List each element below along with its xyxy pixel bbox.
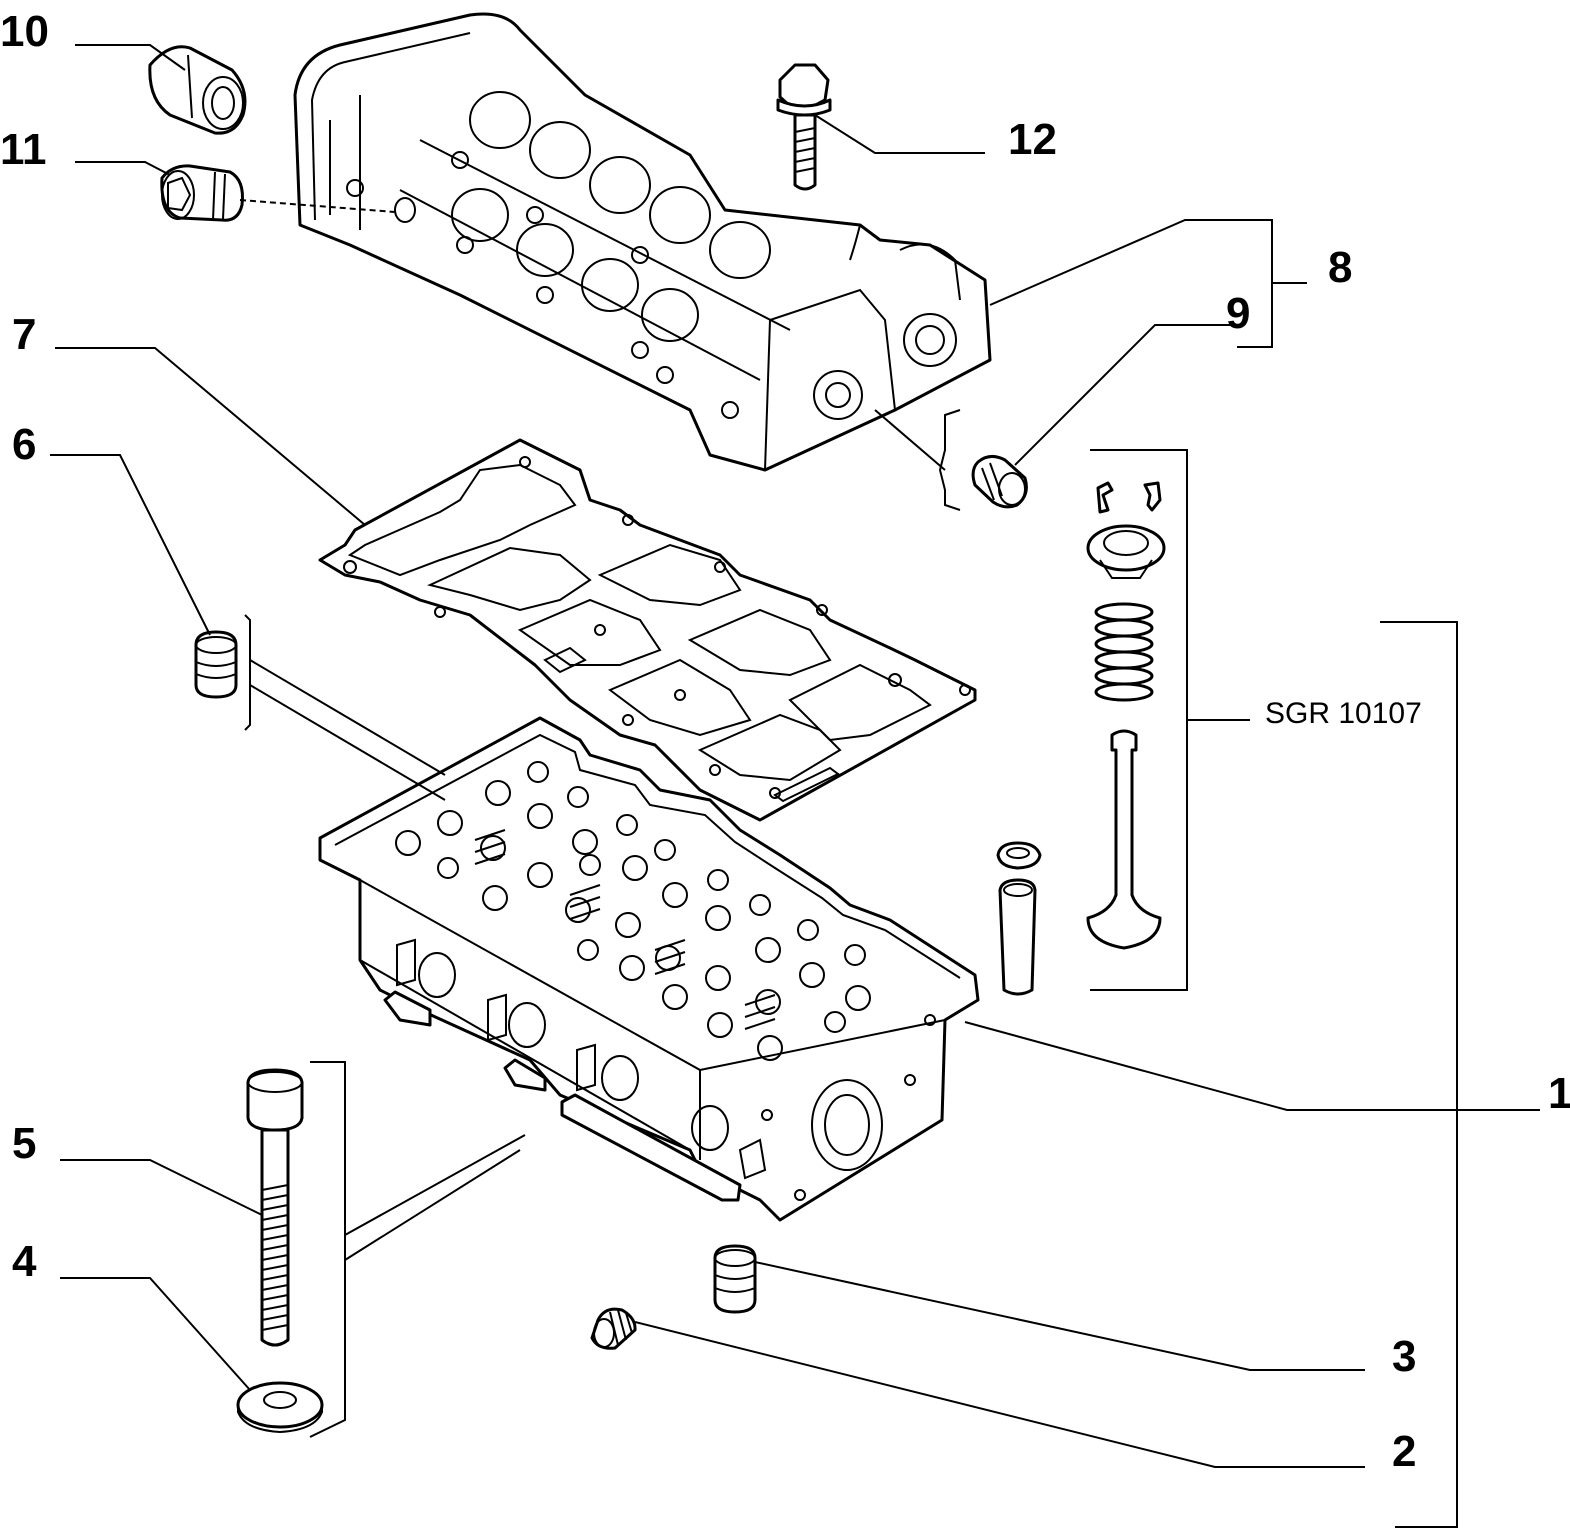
callout-10: 10 <box>0 7 49 56</box>
callout-3: 3 <box>1392 1332 1417 1381</box>
callout-5: 5 <box>12 1119 37 1168</box>
callout-1: 1 <box>1548 1069 1570 1118</box>
bolt-part-12 <box>776 63 832 191</box>
plug-part-11 <box>160 164 396 222</box>
dowel-part-6 <box>194 630 238 699</box>
camshaft-carrier <box>293 12 992 472</box>
cylinder-head-part-1 <box>318 716 980 1222</box>
plug-part-10 <box>148 45 247 135</box>
washer-part-4 <box>236 1381 324 1434</box>
callout-7: 7 <box>12 310 37 359</box>
dowel-part-9 <box>971 455 1028 509</box>
callout-12: 12 <box>1008 115 1057 164</box>
callout-11: 11 <box>0 125 47 174</box>
callout-9: 9 <box>1226 289 1251 338</box>
gasket-part-7 <box>318 438 977 822</box>
dowel-part-3 <box>713 1244 757 1314</box>
callout-6: 6 <box>12 420 37 469</box>
leader-lines <box>50 44 1540 1528</box>
callout-8: 8 <box>1328 243 1353 292</box>
valve-assembly <box>996 481 1166 996</box>
callout-4: 4 <box>12 1237 37 1286</box>
head-bolt-part-5 <box>246 1068 304 1347</box>
callout-2: 2 <box>1392 1427 1417 1476</box>
reference-code-label: SGR 10107 <box>1265 697 1422 730</box>
plug-part-2 <box>590 1307 637 1350</box>
